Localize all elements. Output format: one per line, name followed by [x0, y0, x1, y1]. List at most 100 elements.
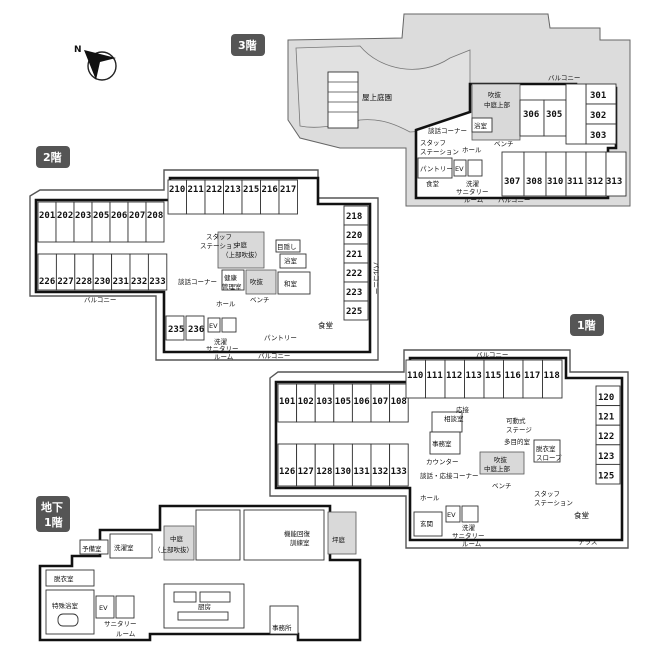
room-230: 230 — [94, 277, 110, 287]
1f-atrium-void — [479, 451, 525, 475]
room-203-box — [73, 201, 93, 243]
room-211: 211 — [188, 185, 204, 195]
room-125: 125 — [598, 471, 614, 481]
tag-b1-text: 地下 1階 — [41, 500, 67, 529]
room-205-box — [91, 201, 111, 243]
label-3f-nakaniwa-ue: 中庭上部 — [484, 100, 511, 109]
label-1f-hall: ホール — [420, 494, 440, 502]
label-1f-staff: スタッフステーション — [534, 489, 573, 507]
label-b1-special-bath: 特殊浴室 — [52, 601, 79, 610]
label-1f-slope: スロープ — [536, 454, 562, 462]
label-2f-sanitary: サニタリールーム — [206, 344, 239, 361]
label-2f-dining: 食堂 — [318, 320, 333, 330]
2f-void — [245, 269, 277, 295]
room-127: 127 — [298, 467, 314, 477]
room-206-box — [109, 201, 129, 243]
room-128: 128 — [316, 467, 332, 477]
floor-3: 屋上庭園 バルコニー 吹抜 中庭上部 306 305 301 302 303 3… — [287, 13, 631, 207]
label-3f-staff: スタッフステーション — [420, 138, 459, 156]
room-113: 113 — [466, 371, 482, 381]
label-3f-balcony-bottom: バルコニー — [498, 196, 530, 204]
room-122: 122 — [598, 432, 614, 442]
label-b1-ev: EV — [99, 604, 108, 612]
label-3f-hall: ホール — [462, 146, 482, 154]
label-b1-yobi: 予備室 — [82, 544, 102, 553]
room-232: 232 — [131, 277, 147, 287]
room-118-box — [542, 359, 563, 399]
label-2f-health: 健康管理室 — [222, 273, 242, 291]
label-1f-dining: 食堂 — [574, 510, 589, 520]
room-215: 215 — [243, 185, 259, 195]
label-2f-staff: スタッフステーション — [200, 232, 239, 250]
label-2f-balcony-bottom: バルコニー — [258, 352, 290, 360]
room-106: 106 — [353, 397, 369, 407]
label-2f-bench: ベンチ — [250, 296, 270, 304]
room-212: 212 — [206, 185, 222, 195]
room-127-box — [296, 443, 316, 487]
room-126: 126 — [279, 467, 295, 477]
room-120: 120 — [598, 393, 614, 403]
label-1f-counter: カウンター — [426, 457, 459, 466]
label-1f-entrance: 玄関 — [420, 519, 433, 528]
room-102: 102 — [298, 397, 314, 407]
label-2f-laundry: 洗濯 — [214, 337, 228, 346]
room-126-box — [277, 443, 298, 487]
room-105: 105 — [335, 397, 351, 407]
room-225: 225 — [346, 307, 362, 317]
room-226: 226 — [39, 277, 55, 287]
room-225-box — [343, 300, 369, 321]
label-3f-bench: ベンチ — [494, 140, 514, 148]
room-112: 112 — [446, 371, 462, 381]
label-2f-nakaniwa: 中庭（上部吹抜） — [222, 240, 261, 259]
room-118: 118 — [544, 371, 560, 381]
room-202-box — [55, 201, 75, 243]
label-1f-sanitary: サニタリールーム — [452, 531, 485, 548]
room-301: 301 — [590, 91, 606, 101]
room-231: 231 — [113, 277, 129, 287]
tag-3f: 3階 — [231, 34, 265, 56]
room-201: 201 — [39, 211, 55, 221]
room-210: 210 — [169, 185, 185, 195]
room-117: 117 — [524, 371, 540, 381]
room-213: 213 — [225, 185, 241, 195]
label-b1-training: 機能回復訓練室 — [284, 529, 311, 547]
label-2f-bath: 浴室 — [284, 256, 298, 265]
room-208-box — [145, 201, 165, 243]
label-2f-danwa: 談話コーナー — [178, 277, 217, 286]
label-b1-sanitary: サニタリールーム — [104, 619, 137, 638]
room-132: 132 — [372, 467, 388, 477]
b1-courtyard — [163, 525, 195, 561]
label-3f-balcony-top: バルコニー — [548, 74, 580, 82]
room-228: 228 — [76, 277, 92, 287]
tag-b1: 地下 1階 — [36, 496, 70, 532]
label-1f-terrace: テラス — [578, 538, 597, 546]
room-111: 111 — [427, 371, 443, 381]
room-103: 103 — [316, 397, 332, 407]
room-307: 307 — [504, 177, 520, 187]
room-302: 302 — [590, 111, 606, 121]
room-223: 223 — [346, 288, 362, 298]
compass-n: N — [74, 45, 82, 55]
label-2f-ev: EV — [209, 322, 218, 330]
room-305: 305 — [546, 110, 562, 120]
room-233: 233 — [149, 277, 165, 287]
label-1f-office: 事務室 — [432, 439, 452, 448]
label-1f-stage: 可動式ステージ — [506, 416, 532, 434]
label-b1-office: 事務所 — [272, 623, 292, 632]
room-116: 116 — [505, 371, 521, 381]
room-121: 121 — [598, 413, 614, 423]
2f-courtyard — [217, 231, 265, 269]
tag-2f: 2階 — [36, 146, 70, 168]
label-3f-pantry: パントリー — [420, 165, 453, 173]
room-313: 313 — [606, 177, 622, 187]
label-3f-dining: 食堂 — [426, 179, 440, 188]
label-3f-ev: EV — [455, 165, 464, 173]
room-107: 107 — [372, 397, 388, 407]
room-306: 306 — [523, 110, 539, 120]
room-222: 222 — [346, 269, 362, 279]
room-131-box — [351, 443, 372, 487]
room-201-box — [37, 201, 57, 243]
room-217: 217 — [280, 185, 296, 195]
label-1f-danwa: 談話・応接コーナー — [420, 471, 479, 480]
